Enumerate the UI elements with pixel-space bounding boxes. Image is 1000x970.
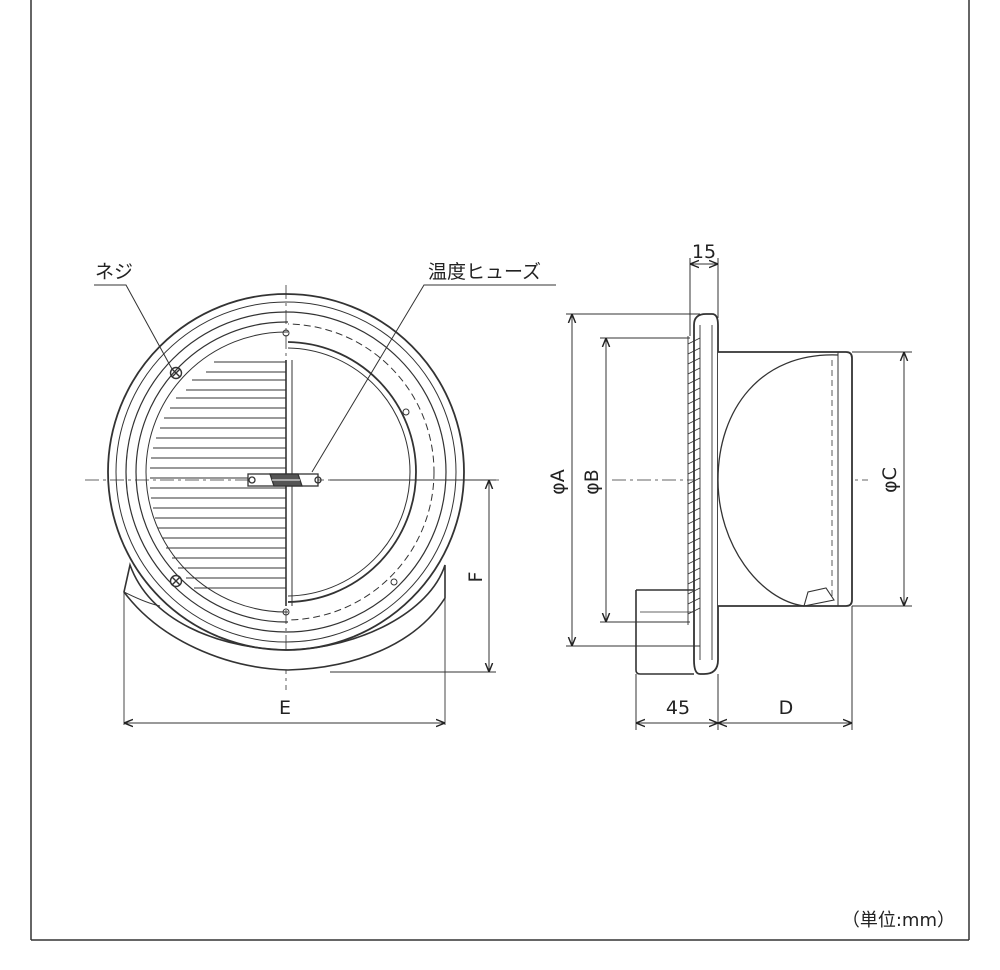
dim-label-15: 15 bbox=[692, 241, 716, 263]
screw-top bbox=[169, 366, 183, 380]
unit-note: （単位:mm） bbox=[842, 910, 955, 931]
dimension-c bbox=[852, 351, 912, 607]
dim-label-c: φC bbox=[879, 467, 901, 493]
dimension-45-and-d bbox=[635, 606, 853, 730]
hood-shell bbox=[123, 562, 446, 671]
fuse-mechanism bbox=[247, 473, 322, 487]
screw-bottom bbox=[169, 574, 183, 588]
dim-label-45: 45 bbox=[666, 697, 690, 719]
dim-label-b: φB bbox=[581, 469, 603, 495]
louver-grille bbox=[135, 321, 288, 623]
side-body bbox=[718, 351, 853, 607]
label-screw: ネジ bbox=[95, 261, 133, 283]
dimension-15 bbox=[689, 258, 719, 336]
side-hood-curve bbox=[717, 354, 839, 607]
inner-duct-opening bbox=[288, 341, 417, 603]
side-pipe bbox=[635, 589, 694, 675]
dim-label-d: D bbox=[779, 697, 794, 719]
outer-flange bbox=[107, 293, 465, 651]
leader-lines bbox=[94, 284, 556, 473]
dimension-f bbox=[330, 479, 496, 673]
dimension-b bbox=[600, 337, 690, 623]
dim-label-e: E bbox=[279, 697, 291, 719]
dimension-a bbox=[566, 313, 700, 647]
dim-label-a: φA bbox=[547, 469, 569, 495]
side-view bbox=[612, 313, 868, 675]
drawing-frame bbox=[30, 0, 970, 941]
front-view bbox=[85, 285, 500, 725]
label-temperature-fuse: 温度ヒューズ bbox=[428, 261, 541, 283]
side-louver-hatch bbox=[687, 336, 701, 625]
dim-label-f: F bbox=[465, 572, 487, 583]
side-flange bbox=[693, 313, 719, 675]
